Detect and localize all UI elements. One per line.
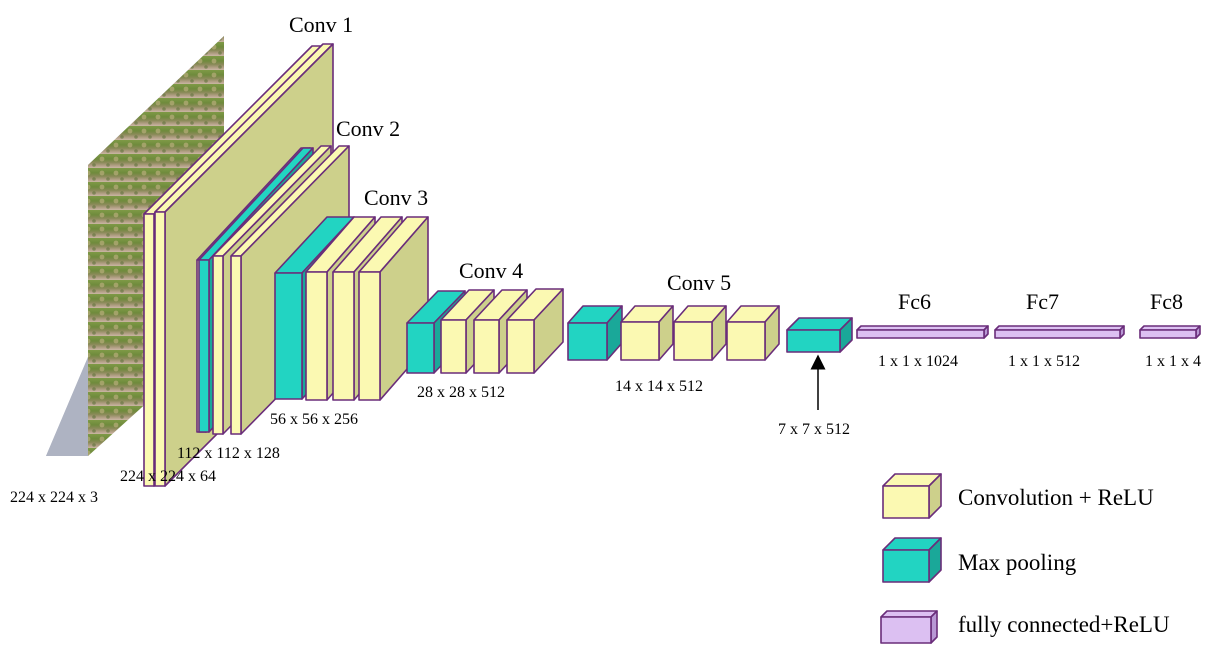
legend-fc-icon-side — [931, 611, 937, 643]
conv3-block-1-front — [306, 272, 327, 400]
pool5-block-front — [787, 330, 840, 352]
conv4-dim-label: 28 x 28 x 512 — [417, 384, 505, 401]
fc6-block-front — [857, 330, 984, 338]
fc7-dim-label: 1 x 1 x 512 — [1008, 353, 1080, 370]
conv5-block-1-front — [621, 322, 659, 360]
fc6-label: Fc6 — [898, 289, 931, 314]
fc8-block — [1140, 326, 1200, 338]
legend-pool-label: Max pooling — [958, 550, 1077, 575]
conv5-dim-label: 14 x 14 x 512 — [615, 378, 703, 395]
conv5-block-1 — [621, 306, 673, 360]
conv4-block-2-front — [474, 320, 499, 373]
fc8-label: Fc8 — [1150, 289, 1183, 314]
input-dim-label: 224 x 224 x 3 — [10, 489, 98, 506]
conv5-pool-front — [568, 323, 607, 360]
conv2-label: Conv 2 — [336, 116, 400, 141]
legend-fc-icon-top — [881, 611, 937, 617]
pool5-dim-label: 7 x 7 x 512 — [778, 421, 850, 438]
legend-pool-icon-front — [883, 550, 929, 582]
conv3-pool-front — [275, 273, 302, 399]
conv1-label: Conv 1 — [289, 12, 353, 37]
conv5-block-3 — [727, 306, 779, 360]
fc6-dim-label: 1 x 1 x 1024 — [878, 353, 958, 370]
conv3-label: Conv 3 — [364, 185, 428, 210]
conv2-block-2-front — [213, 256, 223, 434]
conv1-block-1-front — [144, 214, 154, 486]
legend-conv-icon — [883, 474, 941, 518]
conv4-pool-front — [407, 323, 434, 373]
legend-fc-icon — [881, 611, 937, 643]
legend-pool-icon — [883, 538, 941, 582]
conv4-label: Conv 4 — [459, 258, 523, 283]
conv5-label: Conv 5 — [667, 270, 731, 295]
fc8-block-front — [1140, 330, 1196, 338]
conv4-block-1-front — [441, 320, 466, 373]
legend-fc-label: fully connected+ReLU — [958, 612, 1170, 637]
pool5-block — [787, 318, 852, 352]
conv5-block-2-front — [674, 322, 712, 360]
fc7-block-front — [995, 330, 1120, 338]
conv2-dim-label: 112 x 112 x 128 — [177, 445, 280, 462]
conv4-block-3-front — [507, 320, 534, 373]
fc6-block — [857, 326, 988, 338]
legend-conv-label: Convolution + ReLU — [958, 485, 1154, 510]
legend-conv-icon-front — [883, 486, 929, 518]
fc8-dim-label: 1 x 1 x 4 — [1145, 353, 1201, 370]
conv3-block-2-front — [333, 272, 354, 400]
conv1-dim-label: 224 x 224 x 64 — [120, 468, 216, 485]
conv3-dim-label: 56 x 56 x 256 — [270, 411, 358, 428]
fc7-label: Fc7 — [1026, 289, 1059, 314]
conv5-block-2 — [674, 306, 726, 360]
legend: Convolution + ReLU Max pooling fully con… — [881, 474, 1170, 643]
conv3-block-3-front — [359, 272, 380, 400]
legend-fc-icon-front — [881, 617, 931, 643]
fc7-block — [995, 326, 1124, 338]
conv1-block-2-front — [155, 212, 165, 486]
conv5-block-3-front — [727, 322, 765, 360]
conv2-block-3-front — [231, 256, 241, 434]
conv5-pool — [568, 306, 622, 360]
conv2-pool-front — [199, 260, 209, 432]
